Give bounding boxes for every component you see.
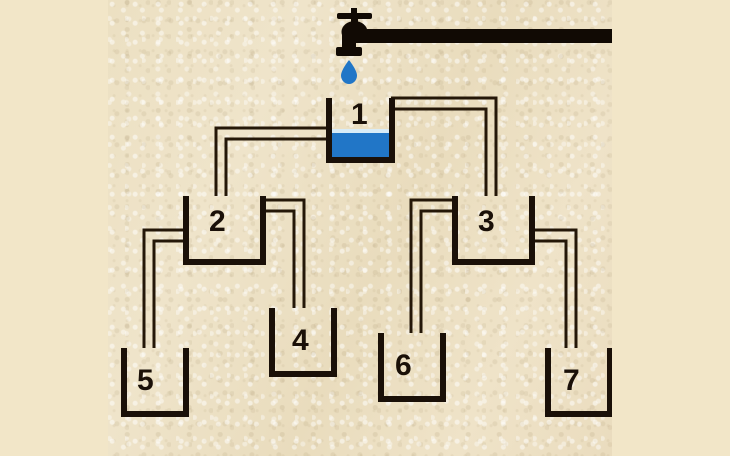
tank-7-label: 7 (563, 364, 580, 397)
water-tank-diagram: 1 2 3 4 5 6 7 (108, 0, 612, 456)
tank-3-label: 3 (478, 205, 495, 238)
tank-3[interactable] (452, 196, 535, 265)
pipe-tank1-to-tank3 (391, 96, 498, 196)
pipe-tank3-to-tank7 (532, 228, 578, 348)
tank-5[interactable] (121, 348, 189, 417)
pipe-tank2-to-tank4 (263, 198, 306, 308)
pipe-tank2-to-tank5 (142, 228, 186, 348)
tank-4-label: 4 (292, 324, 309, 357)
pipe-tank1-to-tank2 (214, 126, 329, 196)
tank-1-label: 1 (351, 98, 368, 131)
supply-pipe (353, 29, 612, 43)
letterbox-right (612, 0, 730, 456)
tank-2[interactable] (183, 196, 266, 265)
pipe-tank3-to-tank6 (409, 198, 455, 333)
letterbox-left (0, 0, 108, 456)
water-droplet (341, 60, 357, 84)
faucet (336, 8, 372, 56)
tank-1[interactable] (326, 98, 395, 163)
tank-2-label: 2 (209, 205, 226, 238)
tank-4[interactable] (269, 308, 337, 377)
tank-6[interactable] (378, 333, 446, 402)
diagram-canvas (121, 8, 612, 417)
tank-5-label: 5 (137, 364, 154, 397)
tank-7[interactable] (545, 348, 612, 417)
tank-6-label: 6 (395, 349, 412, 382)
